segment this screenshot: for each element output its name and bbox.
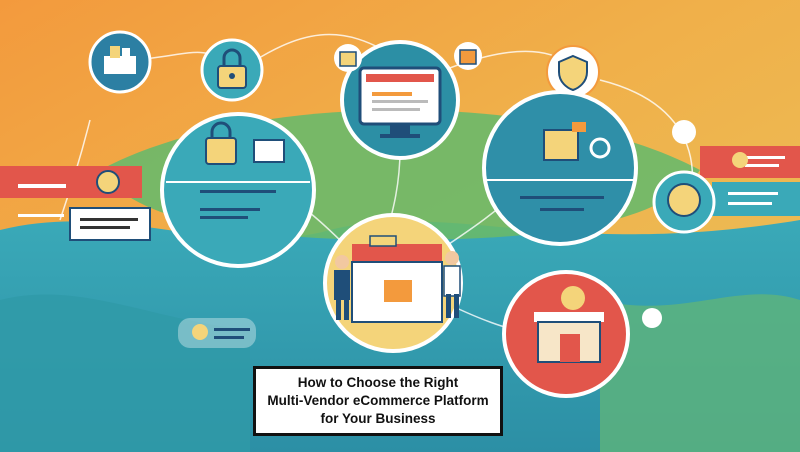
title-line-3: for Your Business xyxy=(320,411,436,426)
money-bag-icon xyxy=(652,120,748,234)
padlock-icon xyxy=(200,38,264,102)
monitor-icon xyxy=(340,40,460,160)
left-tag-bottom xyxy=(18,207,151,241)
storefront-icon xyxy=(323,213,463,353)
left-tag-top xyxy=(0,166,142,198)
pouch-icon xyxy=(334,42,482,72)
customer-person-icon xyxy=(443,251,461,318)
lock-card-icon xyxy=(160,112,316,268)
lower-left-wave xyxy=(0,294,250,452)
lower-left-tag xyxy=(178,318,256,348)
title-box: How to Choose the Right Multi-Vendor eCo… xyxy=(253,366,503,436)
right-tag-bottom xyxy=(712,182,800,216)
vendor-person-icon xyxy=(334,255,350,320)
shield-icon xyxy=(546,45,600,99)
lower-right-wave xyxy=(600,294,800,452)
store-front-circle xyxy=(502,270,662,398)
shop-stand-icon xyxy=(482,90,638,246)
title-line-1: How to Choose the Right xyxy=(297,375,459,390)
right-tag-top xyxy=(700,146,800,178)
store-building-icon xyxy=(88,30,152,94)
title-line-2: Multi-Vendor eCommerce Platform xyxy=(267,393,489,408)
